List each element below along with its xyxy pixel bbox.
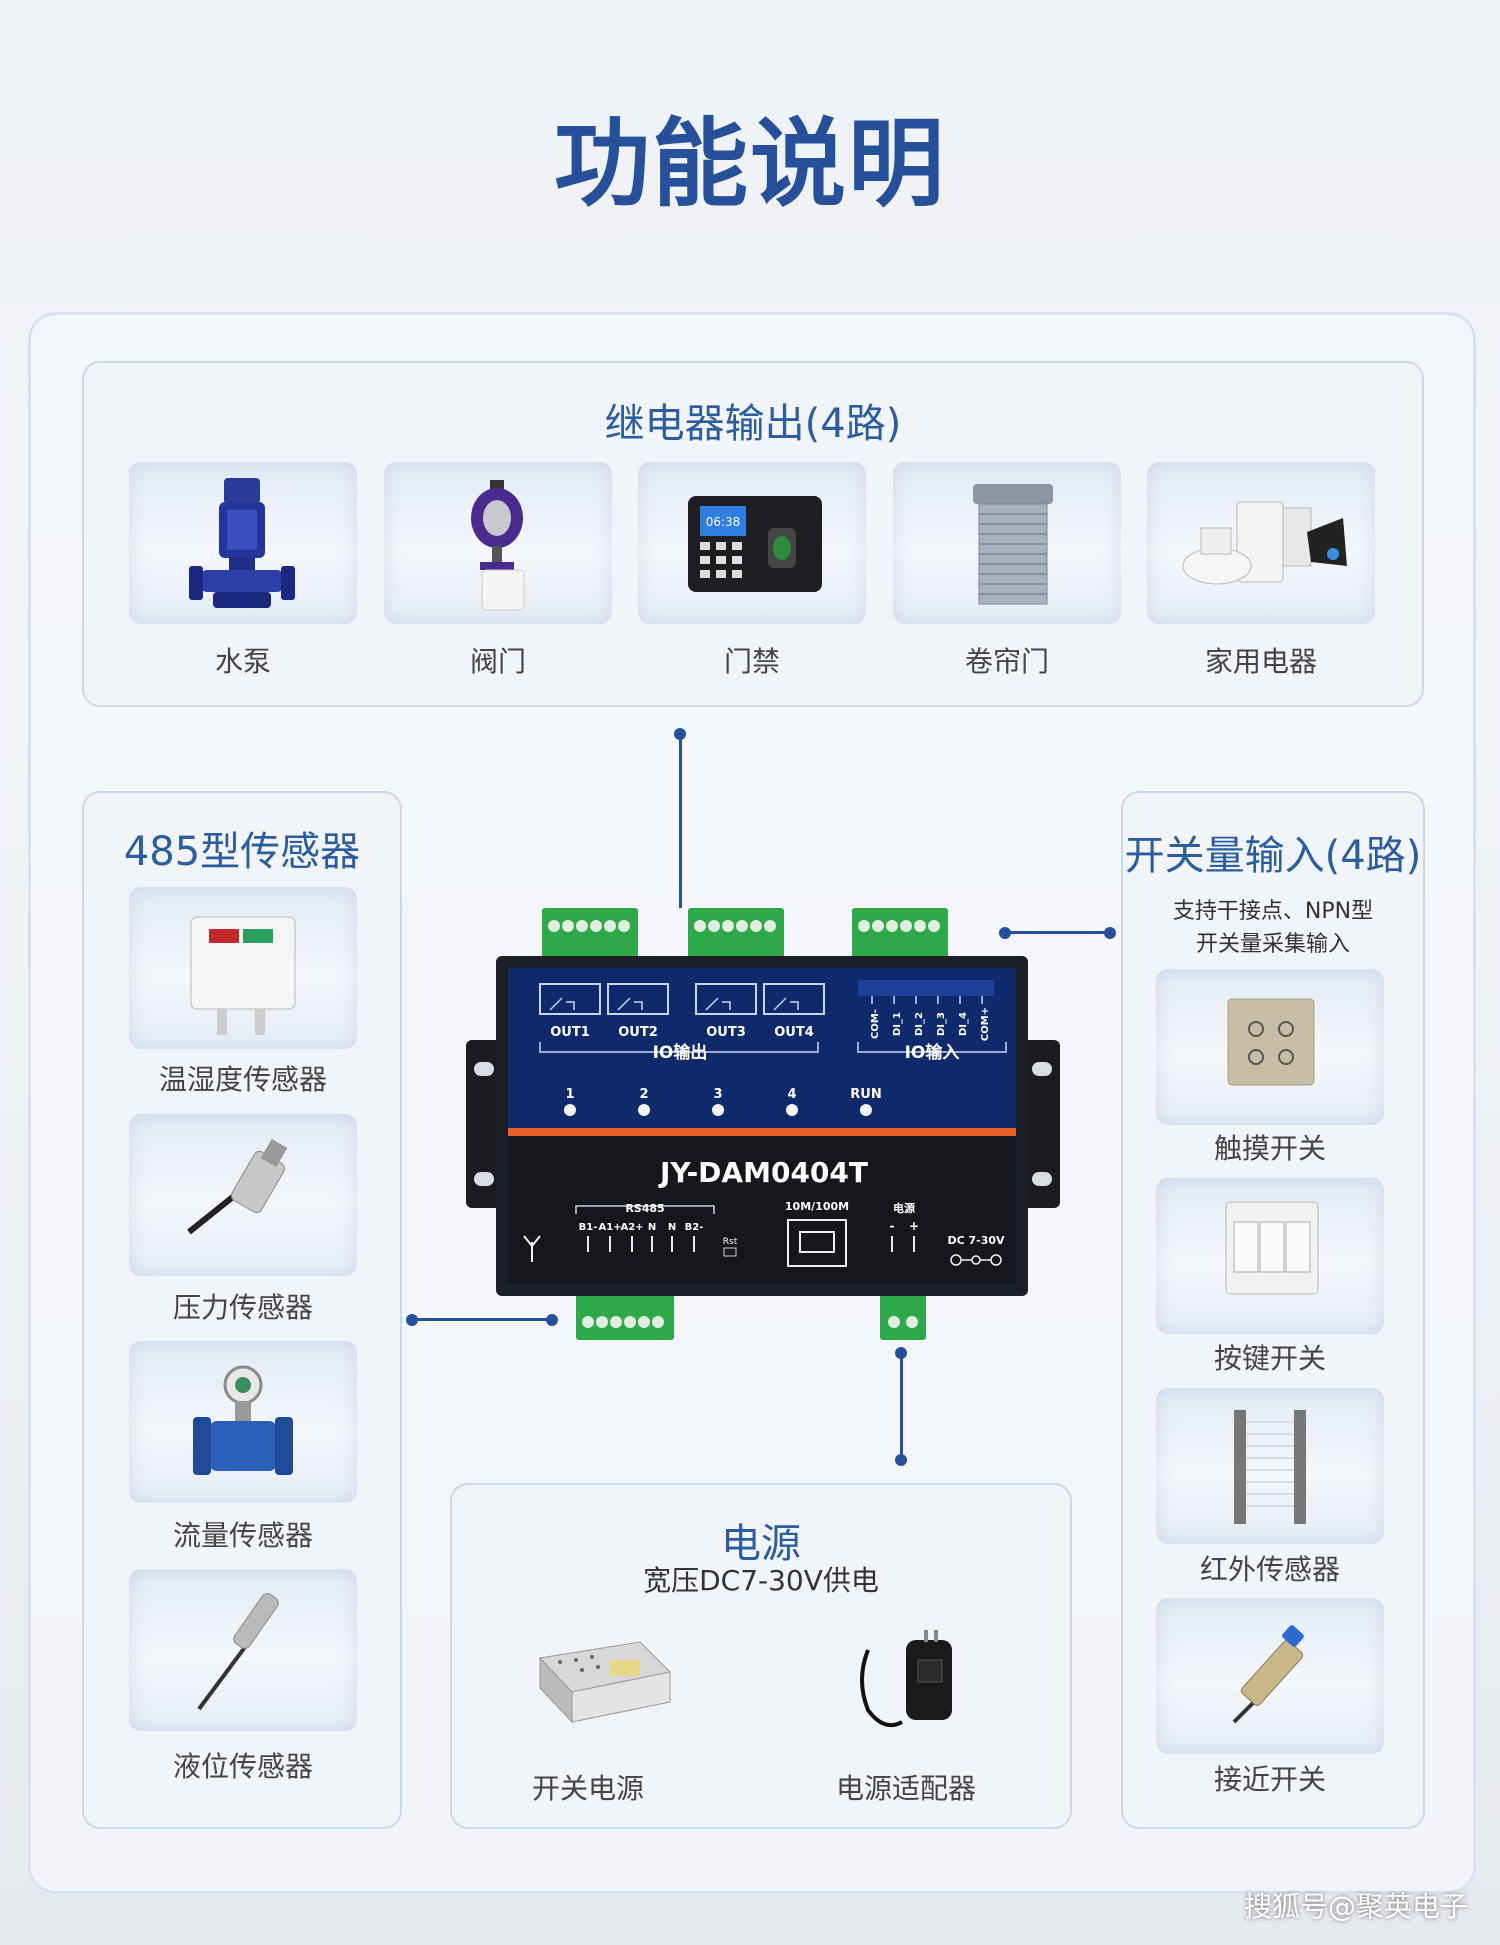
input-label-3: DI_2 [914,1012,925,1036]
proximity-switch-label: 接近开关 [1213,1763,1326,1796]
output-label-3: OUT3 [706,1025,746,1040]
rst-label: Rst [723,1237,738,1247]
switch-panel-title: 开关量输入(4路) [1124,833,1422,879]
led-label-4: 4 [787,1087,796,1102]
led-label-3: 3 [713,1087,722,1102]
button-switch-card [1156,1178,1384,1334]
access-control-label: 门禁 [723,645,780,678]
proximity-switch-icon [1232,1625,1304,1724]
output-label-1: OUT1 [550,1025,590,1040]
power-panel-subtitle: 宽压DC7-30V供电 [643,1564,879,1597]
temp-humidity-card [129,887,357,1049]
flow-sensor-card [129,1341,357,1503]
dc-voltage-label: DC 7-30V [947,1234,1005,1247]
power-pin-plus: + [909,1219,919,1233]
device-model: JY-DAM0404T [658,1156,868,1189]
access-control-icon: 06:38 [688,496,822,592]
input-label-5: DI_4 [958,1012,969,1036]
page-title: 功能说明 [554,108,946,220]
device-module: OUT1 OUT2 OUT3 OUT4 IO输出 COM- DI_1 DI_2 … [466,908,1060,1340]
output-label-2: OUT2 [618,1025,658,1040]
relay-connector-line [679,733,682,908]
sensor-connector-dot-right [546,1314,558,1326]
switch-connector-dot-left [999,927,1011,939]
output-label-4: OUT4 [774,1025,814,1040]
sensor-panel-title: 485型传感器 [123,829,361,875]
flow-sensor-label: 流量传感器 [172,1519,313,1552]
power-pin-minus: - [890,1219,895,1233]
touch-switch-card [1156,969,1384,1125]
sensor-connector-dot-left [406,1314,418,1326]
relay-panel-title: 继电器输出(4路) [604,401,902,447]
water-pump-card [129,462,357,624]
power-connector-dot-bottom [895,1454,907,1466]
relay-connector-dot [674,728,686,740]
valve-label: 阀门 [469,645,526,678]
button-switch-label: 按键开关 [1213,1342,1326,1375]
rolling-door-icon [973,484,1053,605]
valve-card [384,462,612,624]
rs485-pin-2: A1+ [598,1222,621,1233]
power-connector-dot-top [895,1347,907,1359]
watermark: 搜狐号@聚英电子 [1243,1890,1468,1923]
power-adapter-label: 电源适配器 [835,1772,976,1805]
switch-panel-desc-1: 支持干接点、NPN型 [1172,899,1374,924]
pressure-sensor-card [129,1114,357,1276]
led-label-run: RUN [850,1087,881,1102]
rs485-pin-4: N [648,1222,656,1233]
infrared-sensor-card [1156,1388,1384,1544]
rolling-door-label: 卷帘门 [964,645,1049,678]
touch-switch-icon [1227,998,1315,1086]
level-sensor-icon [197,1593,279,1711]
water-pump-label: 水泵 [214,645,271,678]
input-label-6: COM+ [980,1007,991,1041]
home-appliances-icon [1182,501,1347,585]
led-label-1: 1 [565,1087,574,1102]
rs485-label: RS485 [625,1202,664,1215]
touch-switch-label: 触摸开关 [1213,1132,1326,1165]
io-input-label: IO输入 [905,1042,960,1063]
flow-sensor-icon [193,1365,293,1475]
switching-power-supply-label: 开关电源 [531,1772,644,1805]
input-label-2: DI_1 [892,1012,903,1036]
switch-panel-desc-2: 开关量采集输入 [1195,932,1350,957]
rs485-pin-3: A2+ [620,1222,643,1233]
rolling-door-card [893,462,1121,624]
button-switch-icon [1225,1201,1319,1295]
infrared-sensor-icon [1234,1410,1306,1524]
power-label: 电源 [893,1201,915,1215]
power-adapter-icon [860,1630,952,1727]
pressure-sensor-icon [187,1138,288,1235]
sensor-connector-line [412,1318,552,1321]
access-control-card: 06:38 [638,462,866,624]
proximity-switch-card [1156,1598,1384,1754]
level-sensor-label: 液位传感器 [172,1750,313,1783]
level-sensor-card [129,1569,357,1731]
pressure-sensor-label: 压力传感器 [172,1291,313,1324]
home-appliances-label: 家用电器 [1204,645,1317,678]
valve-icon [471,480,525,611]
svg-text:06:38: 06:38 [706,515,741,529]
power-connector-line [900,1352,903,1460]
input-label-1: COM- [870,1009,881,1039]
power-panel-title: 电源 [721,1521,801,1567]
led-label-2: 2 [639,1087,648,1102]
switching-power-supply-icon [538,1641,672,1724]
switch-connector-line [1005,931,1110,934]
switch-connector-dot-right [1104,927,1116,939]
temp-humidity-label: 温湿度传感器 [158,1063,327,1096]
home-appliances-card [1147,462,1375,624]
temp-humidity-sensor-icon [190,916,296,1035]
rs485-pin-5: N [668,1222,676,1233]
rs485-pin-6: B2- [685,1222,704,1233]
infrared-sensor-label: 红外传感器 [1199,1553,1340,1586]
rs485-pin-1: B1- [579,1222,598,1233]
water-pump-icon [189,478,295,608]
ethernet-label: 10M/100M [785,1200,849,1213]
io-output-label: IO输出 [653,1042,708,1063]
input-label-4: DI_3 [936,1012,947,1036]
